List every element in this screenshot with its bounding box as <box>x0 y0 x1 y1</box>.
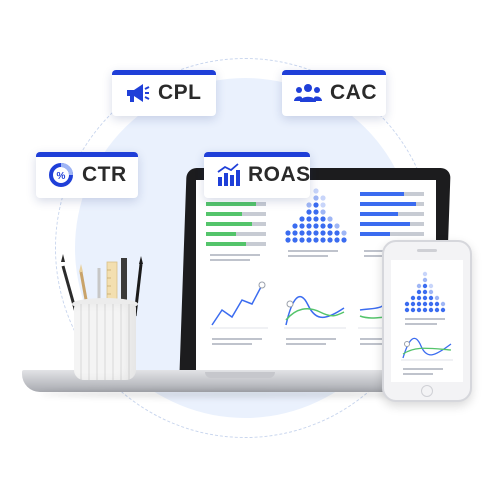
laptop-shadow <box>40 390 440 398</box>
users-icon <box>294 82 322 104</box>
phone-dot-grid <box>404 271 446 325</box>
svg-text:%: % <box>57 171 66 182</box>
badge-ctr-label: CTR <box>82 163 127 186</box>
line-chart-left <box>210 281 268 345</box>
pen-cup <box>74 304 136 380</box>
laptop-screen <box>196 180 436 370</box>
bar-trend-icon <box>216 163 240 187</box>
line-chart-middle <box>284 295 346 345</box>
megaphone-icon <box>124 81 150 105</box>
bar-list-green <box>206 192 266 261</box>
badge-ctr: % CTR <box>36 152 138 198</box>
smartphone <box>382 240 472 402</box>
phone-line-chart <box>401 337 453 375</box>
phone-home-button <box>421 385 433 397</box>
percent-pie-icon: % <box>48 162 74 188</box>
badge-roas: ROAS <box>204 152 310 198</box>
phone-speaker <box>417 249 437 252</box>
badge-cpl: CPL <box>112 70 216 116</box>
badge-cac: CAC <box>282 70 386 116</box>
badge-cac-label: CAC <box>330 81 377 104</box>
phone-screen <box>391 260 463 382</box>
laptop-notch <box>205 372 275 378</box>
dot-grid-chart <box>285 188 347 257</box>
badge-cpl-label: CPL <box>158 81 202 104</box>
badge-roas-label: ROAS <box>248 163 311 186</box>
phone-charts <box>401 271 453 375</box>
